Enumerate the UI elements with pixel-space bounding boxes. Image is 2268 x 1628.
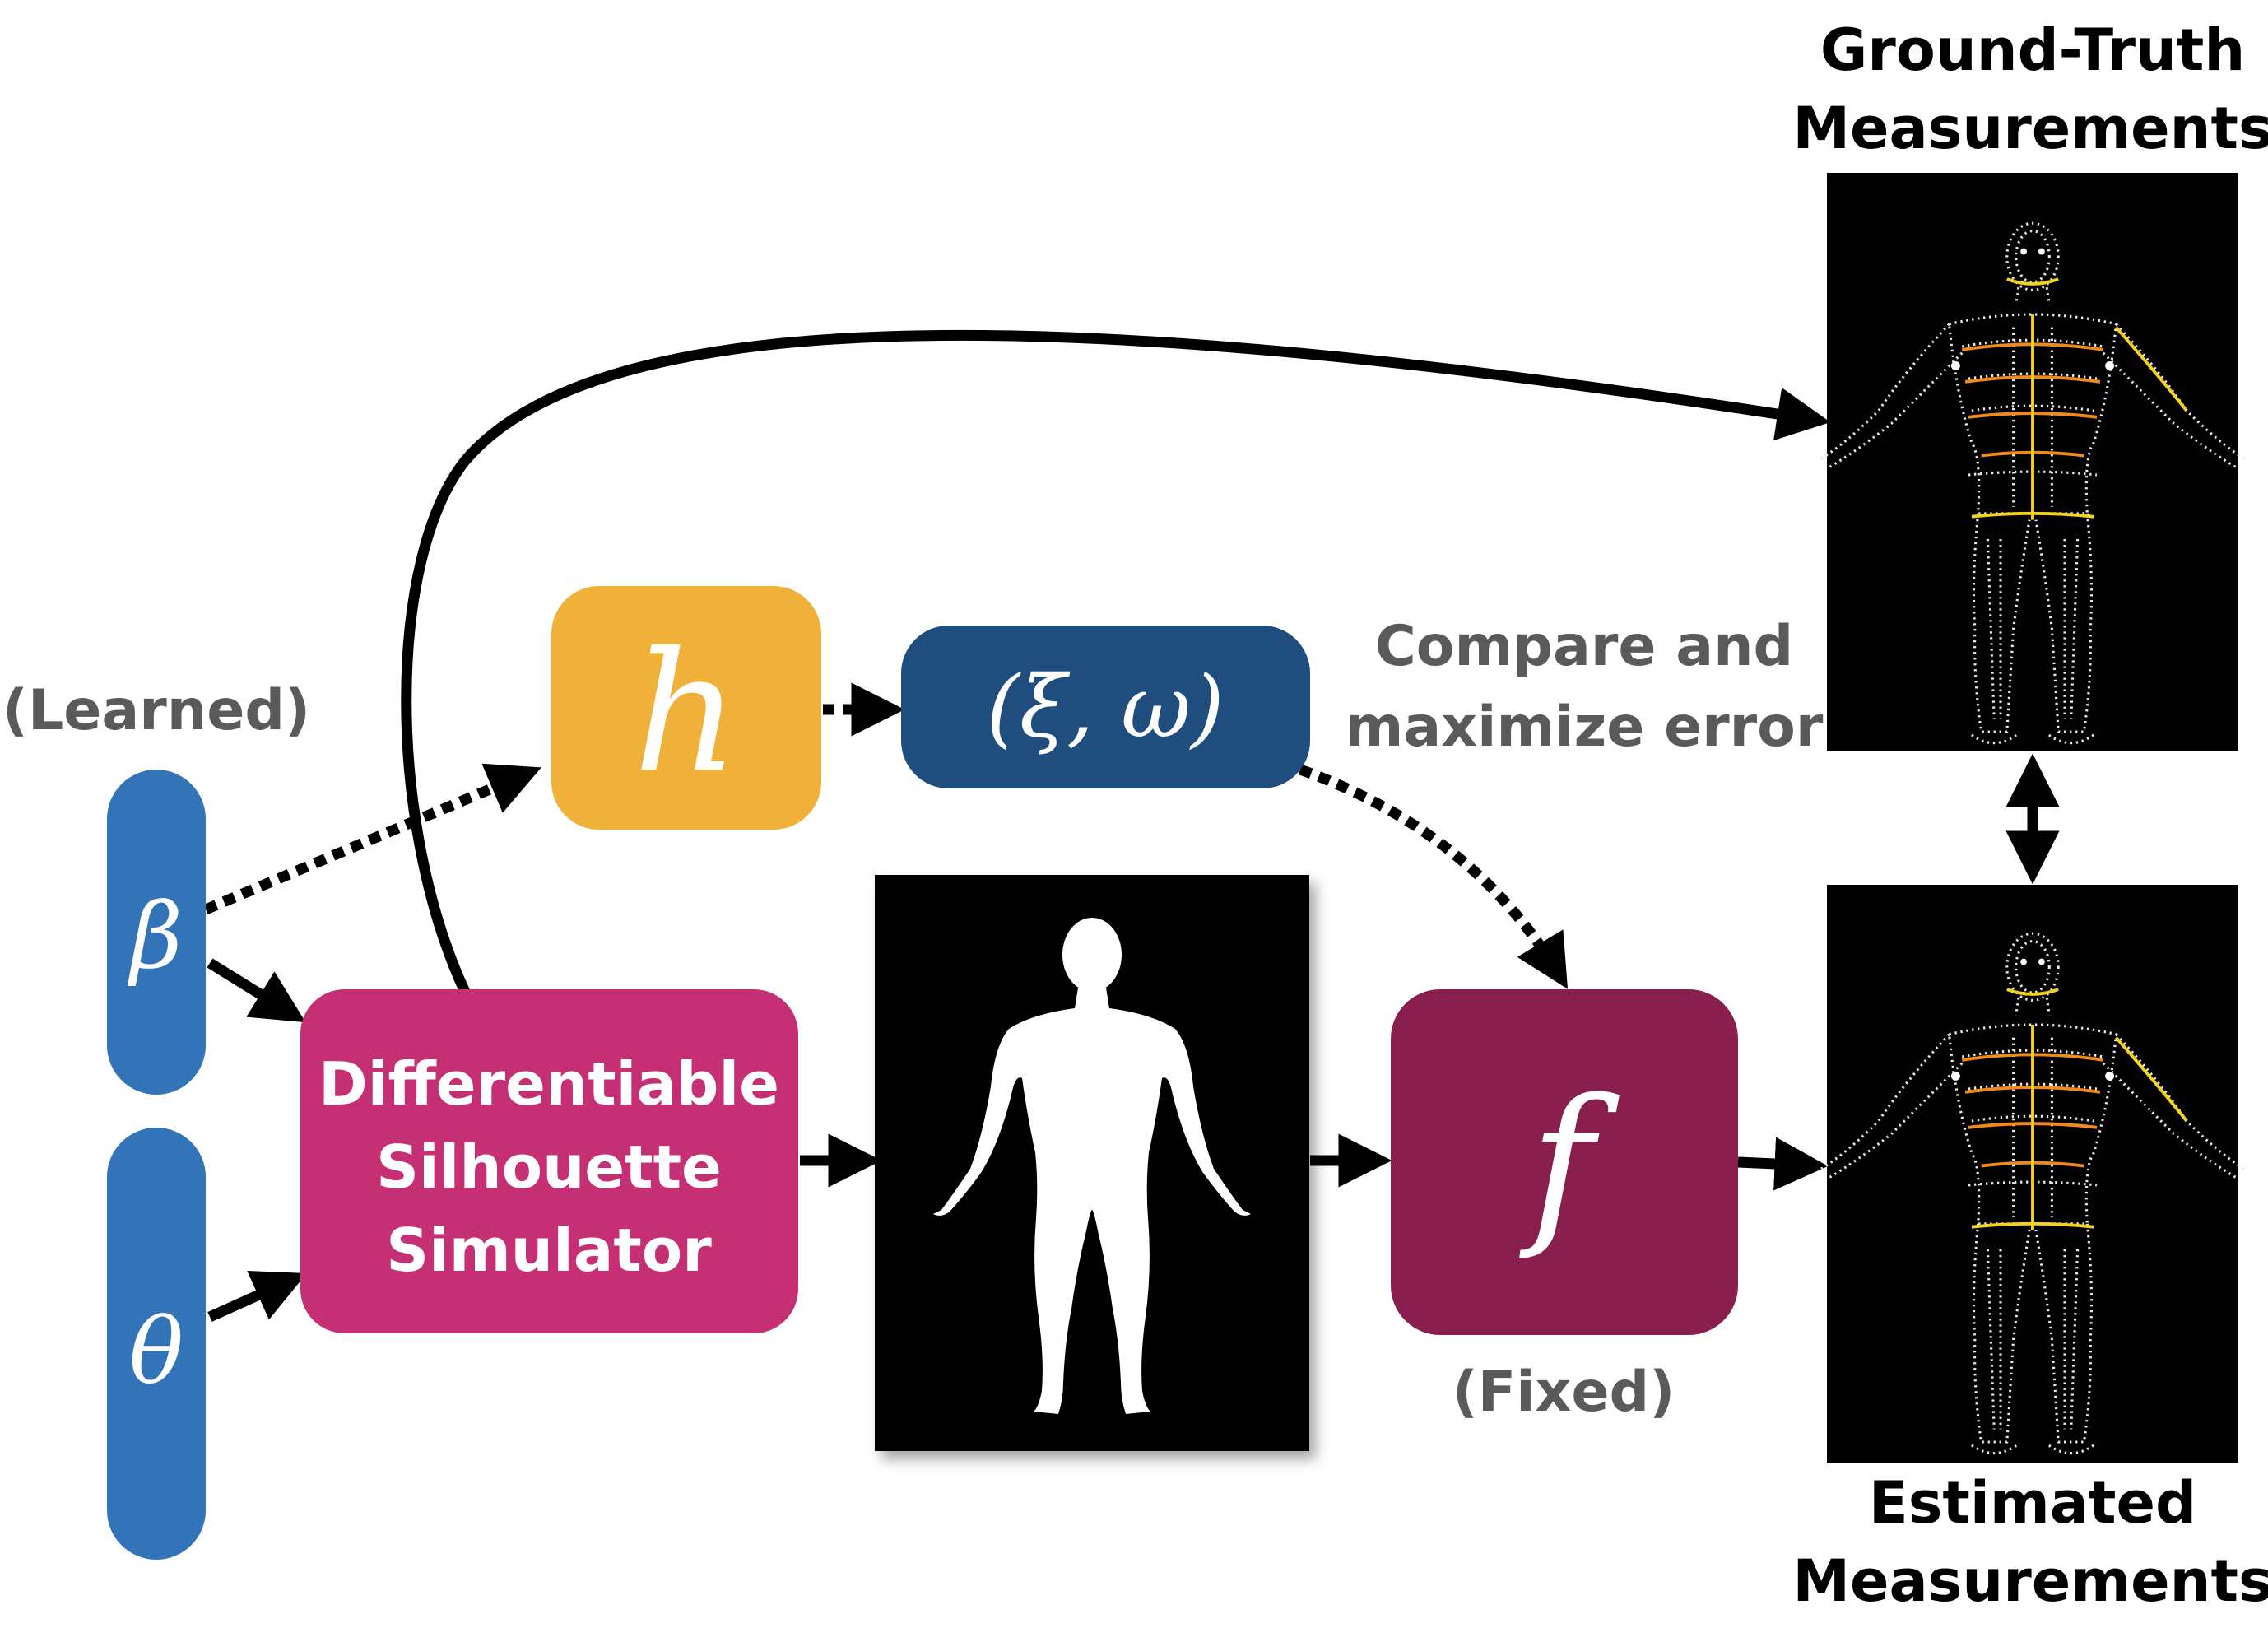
arrow-xi-omega-to-f (1298, 764, 1569, 989)
compare-label-line1: Compare and (1375, 614, 1793, 679)
h-symbol: h (634, 617, 740, 809)
human-point-cloud-icon (1820, 221, 2246, 745)
ground-truth-title-line1: Ground-Truth (1820, 16, 2245, 84)
simulator-label-line3: Simulator (386, 1216, 712, 1285)
compare-label-line2: maximize error (1345, 695, 1824, 760)
differentiable-silhouette-simulator-box: Differentiable Silhouette Simulator (300, 989, 798, 1333)
human-point-cloud-icon (1820, 932, 2246, 1455)
fixed-label: (Fixed) (1452, 1360, 1675, 1425)
simulator-label-line1: Differentiable (318, 1049, 779, 1119)
estimated-title-line2: Measurements (1792, 1547, 2268, 1615)
ground-truth-title-line2: Measurements (1792, 95, 2268, 162)
arrow-simulator-to-ground-truth (401, 329, 1831, 994)
arrow-f-to-estimated (1737, 1137, 1829, 1191)
theta-symbol: θ (129, 1299, 184, 1404)
theta-parameter: θ (107, 1128, 206, 1560)
learned-label: (Learned) (2, 678, 310, 743)
h-network-box: h (551, 586, 821, 830)
xi-omega-symbol: (ξ, ω) (986, 657, 1224, 757)
xi-omega-box: (ξ, ω) (901, 626, 1310, 788)
estimated-title-line1: Estimated (1869, 1469, 2196, 1537)
arrow-beta-to-h (203, 763, 541, 914)
estimated-measurements-image (1820, 885, 2246, 1463)
arrow-beta-to-simulator (207, 958, 306, 1023)
ground-truth-measurements-image (1820, 173, 2246, 751)
human-silhouette-icon (933, 918, 1251, 1414)
beta-symbol: β (127, 883, 183, 988)
arrow-theta-to-simulator (207, 1271, 307, 1322)
simulator-label-line2: Silhouette (376, 1133, 722, 1202)
f-model-box: f (1391, 989, 1738, 1335)
beta-parameter: β (107, 770, 206, 1095)
